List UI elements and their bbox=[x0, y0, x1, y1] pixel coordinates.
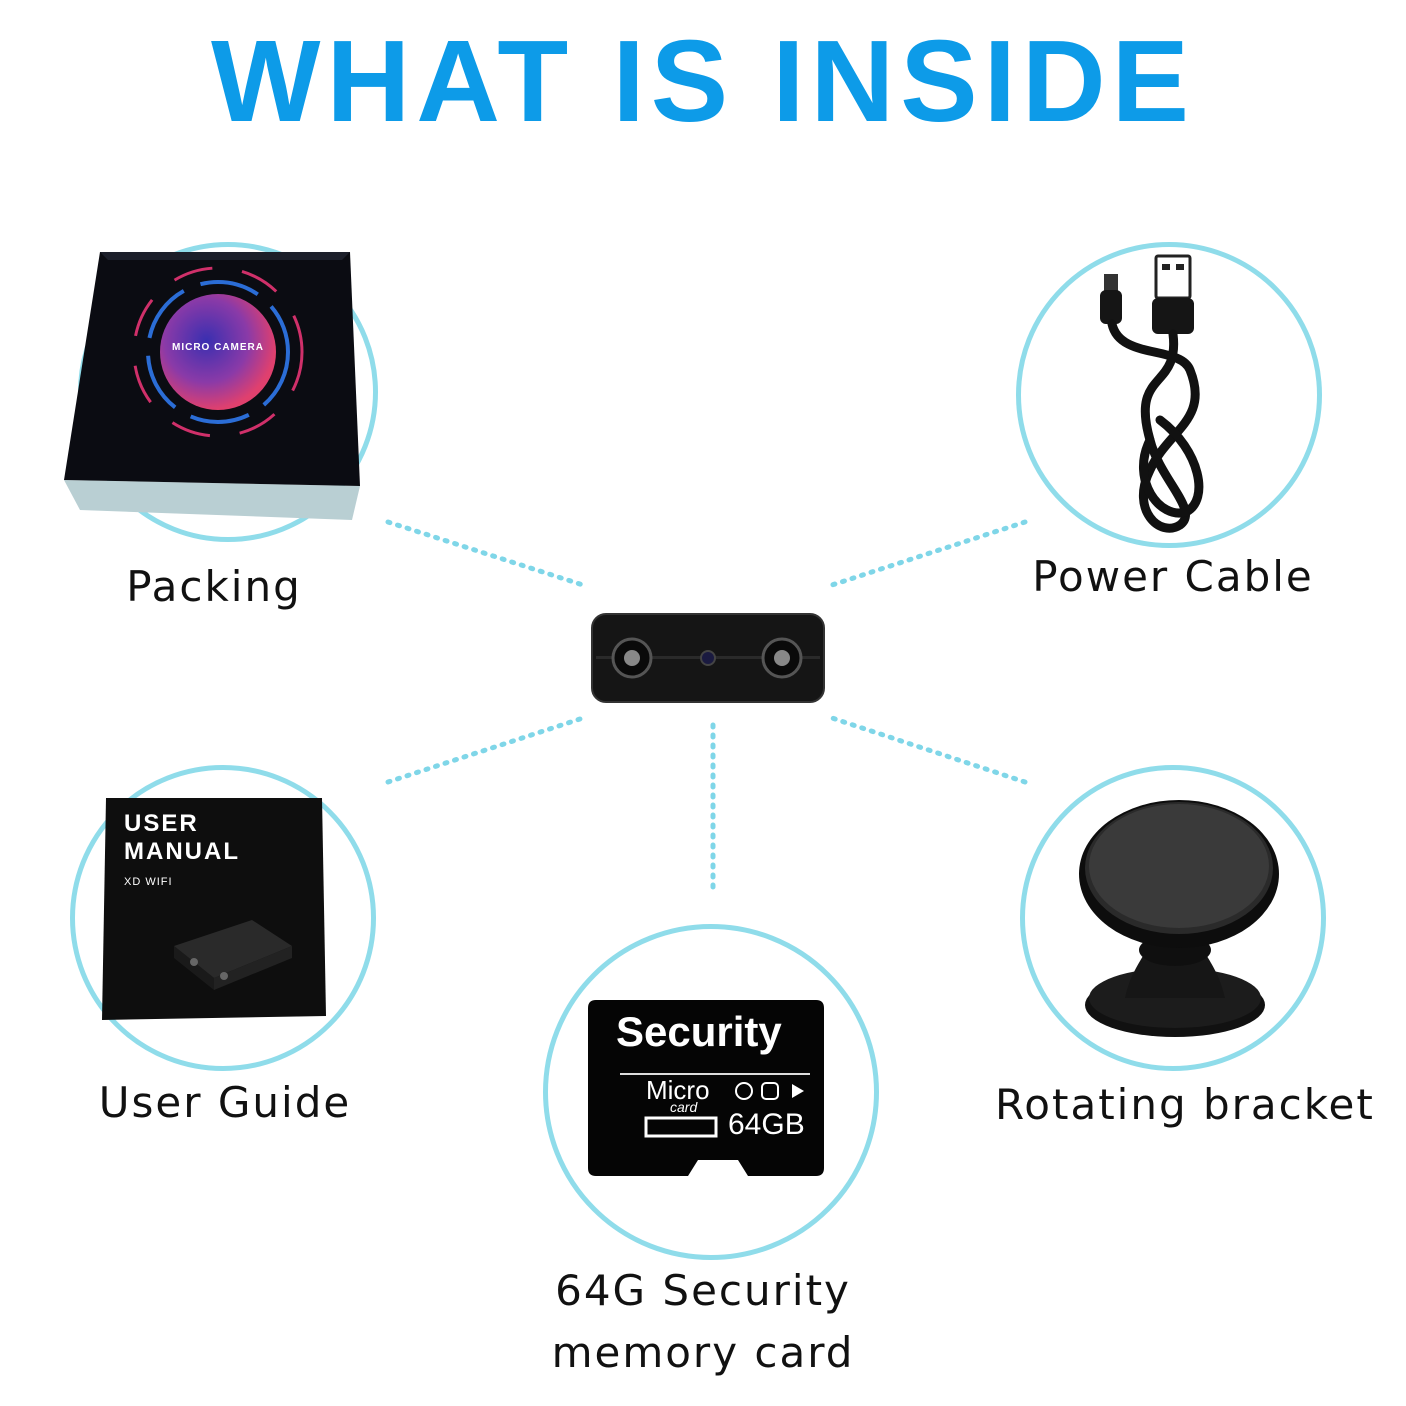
connector-bracket bbox=[829, 715, 1028, 785]
user-guide-label: User Guide bbox=[98, 1078, 352, 1127]
rotating-bracket-image bbox=[1055, 800, 1295, 1045]
power-cable-image bbox=[1090, 250, 1240, 535]
connector-user-guide bbox=[385, 715, 586, 785]
memory-card-label-line-2: memory card bbox=[551, 1328, 855, 1377]
user-guide-ring bbox=[70, 765, 376, 1071]
packing-box-text: MICRO CAMERA bbox=[172, 342, 264, 353]
page-title: WHAT IS INSIDE bbox=[210, 16, 1196, 146]
memory-card-micro-text: Micro bbox=[646, 1075, 710, 1105]
memory-card-image: Security Micro card 64GB bbox=[588, 1000, 824, 1176]
memory-card-capacity: 64GB bbox=[728, 1108, 805, 1141]
rotating-bracket-label: Rotating bracket bbox=[995, 1080, 1375, 1129]
connector-power-cable bbox=[829, 519, 1028, 588]
memory-card-ring bbox=[543, 924, 879, 1260]
memory-card-type-text: card bbox=[670, 1099, 698, 1115]
power-cable-ring bbox=[1016, 242, 1322, 548]
mini-camera-image bbox=[590, 612, 826, 704]
bracket-ring bbox=[1020, 765, 1326, 1071]
manual-title-line-1: USER bbox=[124, 810, 199, 837]
packing-box-image: MICRO CAMERA bbox=[60, 248, 380, 528]
manual-title-line-2: MANUAL bbox=[124, 838, 240, 865]
memory-card-label-line-1: 64G Security bbox=[555, 1266, 851, 1315]
manual-subtitle: XD WIFI bbox=[124, 876, 173, 888]
user-manual-image: USER MANUAL XD WIFI bbox=[102, 796, 328, 1022]
packing-label: Packing bbox=[126, 562, 302, 611]
power-cable-label: Power Cable bbox=[1032, 552, 1314, 601]
connector-packing bbox=[385, 519, 586, 588]
memory-card-brand: Security bbox=[616, 1008, 782, 1055]
